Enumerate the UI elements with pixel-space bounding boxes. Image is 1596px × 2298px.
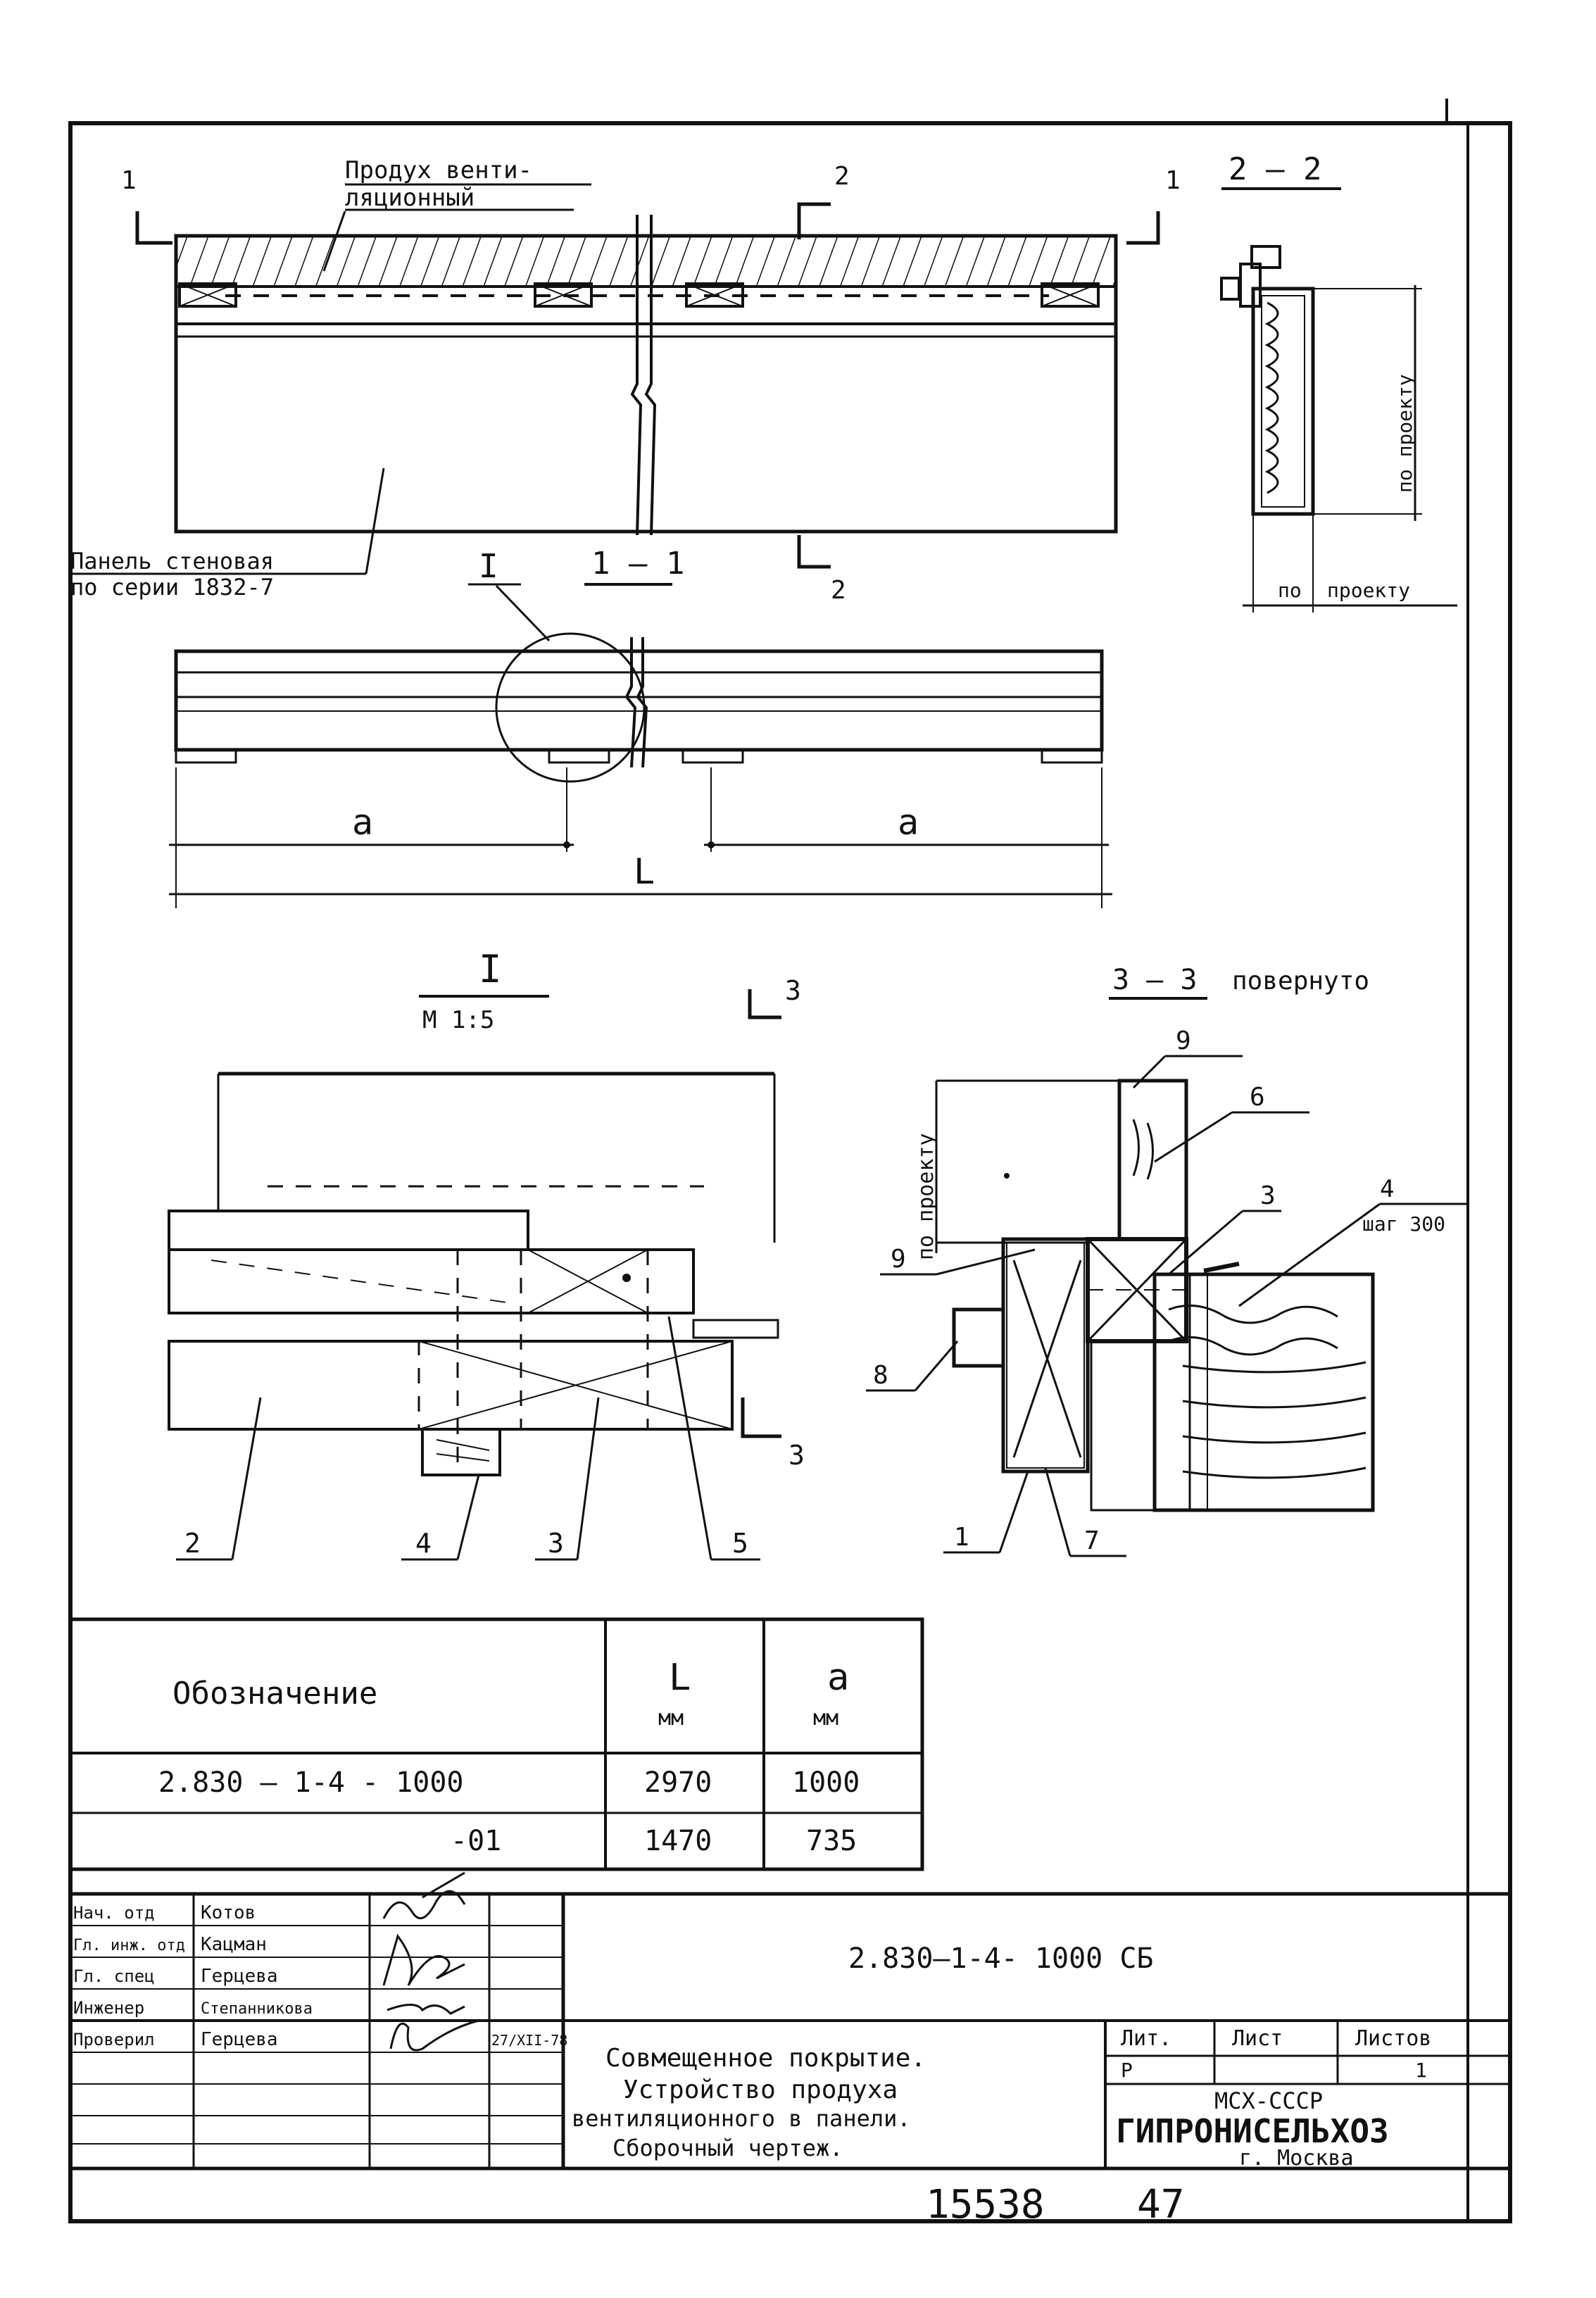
callout-8: 8 bbox=[873, 1361, 888, 1390]
header-L-unit: мм bbox=[658, 1706, 684, 1731]
description-line4: Сборочный чертеж. bbox=[612, 2135, 843, 2161]
name-2: Кацман bbox=[201, 1934, 267, 1955]
section-2-2-height-dim: по проекту bbox=[1393, 374, 1416, 493]
cut-mark-2-top: 2 bbox=[834, 162, 850, 191]
stage-label: Лит. bbox=[1121, 2026, 1171, 2051]
description-line2: Устройство продуха bbox=[623, 2076, 898, 2104]
section-3-3-subtitle: повернуто bbox=[1232, 967, 1369, 996]
node-i-scale: М 1:5 bbox=[422, 1006, 494, 1034]
signature bbox=[382, 1933, 465, 1986]
vent-insert bbox=[178, 282, 237, 308]
name-3: Герцева bbox=[201, 1966, 278, 1987]
section-1-1-title: 1 — 1 bbox=[591, 546, 684, 582]
duct-label-line1: Продух венти- bbox=[345, 156, 532, 184]
vent-insert bbox=[1041, 282, 1100, 308]
callout-7: 7 bbox=[1084, 1526, 1100, 1555]
description-line3: вентиляционного в панели. bbox=[572, 2105, 911, 2132]
callout-3: 3 bbox=[548, 1528, 564, 1559]
sheet-label: Лист bbox=[1232, 2026, 1283, 2051]
callout-3-section: 3 bbox=[1260, 1181, 1276, 1210]
dim-L: L bbox=[634, 851, 655, 892]
node-i-title: I bbox=[479, 947, 502, 991]
header-designation: Обозначение bbox=[172, 1676, 377, 1712]
sheets-label: Листов bbox=[1355, 2026, 1431, 2051]
node-i-detail: I М 1:5 3 3 2 4 3 5 bbox=[168, 947, 805, 1561]
signature bbox=[387, 2004, 465, 2015]
duct-label-line2: ляционный bbox=[345, 184, 475, 212]
callout-5: 5 bbox=[732, 1528, 748, 1559]
callout-6: 6 bbox=[1250, 1083, 1265, 1112]
header-a: a bbox=[827, 1657, 849, 1699]
panel-label-line2: по серии 1832-7 bbox=[70, 574, 274, 601]
section-2-2-width-dim-1: по bbox=[1278, 579, 1302, 602]
vent-insert bbox=[685, 282, 744, 308]
section-2-2: 2 — 2 по проекту по проекту bbox=[1220, 151, 1457, 613]
spec-table: Обозначение L мм a мм 2.830 — 1-4 - 1000… bbox=[68, 1617, 924, 1871]
cut-mark-3-bottom: 3 bbox=[788, 1440, 805, 1471]
name-4: Степанникова bbox=[201, 2000, 313, 2018]
cut-mark-2-bottom: 2 bbox=[831, 576, 846, 605]
plan-view: 1 1 2 2 Продух венти- ляционный Панель с… bbox=[70, 156, 1181, 605]
node-i-marker: I bbox=[479, 547, 498, 585]
role-2: Гл. инж. отд bbox=[73, 1937, 185, 1954]
page-number: 47 bbox=[1137, 2182, 1184, 2228]
cut-mark-1-right: 1 bbox=[1165, 166, 1181, 195]
document-code: 2.830—1-4- 1000 СБ bbox=[848, 1942, 1153, 1975]
dim-a-left: a bbox=[352, 802, 373, 843]
sheet-frame bbox=[68, 99, 1512, 2223]
approval-date: 27/XII-78 bbox=[491, 2032, 567, 2049]
description-line1: Совмещенное покрытие. bbox=[605, 2044, 926, 2073]
section-1-1: 1 — 1 I a a L bbox=[169, 546, 1112, 908]
callout-4-section: 4 bbox=[1380, 1175, 1394, 1203]
sheets-value: 1 bbox=[1415, 2059, 1427, 2082]
signature bbox=[382, 1871, 466, 1920]
section-3-3-title: 3 — 3 bbox=[1112, 964, 1197, 996]
vent-insert bbox=[534, 282, 593, 308]
row-1-L: 2970 bbox=[644, 1766, 712, 1799]
row-2-designation: -01 bbox=[451, 1825, 501, 1857]
role-3: Гл. спец bbox=[73, 1966, 155, 1986]
section-3-3-height-dim: по проекту bbox=[914, 1133, 938, 1260]
stage-value: Р bbox=[1121, 2059, 1133, 2082]
section-2-2-title: 2 — 2 bbox=[1229, 151, 1321, 187]
org-ministry: МСХ-СССР bbox=[1214, 2087, 1323, 2114]
org-name: ГИПРОНИСЕЛЬХОЗ bbox=[1116, 2112, 1389, 2150]
inventory-number: 15538 bbox=[926, 2182, 1045, 2228]
panel-label-line1: Панель стеновая bbox=[70, 548, 274, 574]
callout-9-top: 9 bbox=[1176, 1026, 1191, 1055]
role-4: Инженер bbox=[73, 1998, 144, 2018]
row-2-L: 1470 bbox=[644, 1825, 712, 1857]
row-1-designation: 2.830 — 1-4 - 1000 bbox=[158, 1766, 463, 1799]
name-5: Герцева bbox=[201, 2029, 278, 2050]
callout-1: 1 bbox=[954, 1523, 969, 1552]
row-2-a: 735 bbox=[806, 1825, 857, 1857]
callout-9-left: 9 bbox=[891, 1245, 906, 1274]
header-a-unit: мм bbox=[813, 1706, 838, 1731]
role-1: Нач. отд bbox=[73, 1903, 155, 1923]
section-3-3: 3 — 3 повернуто по проекту 9 6 3 bbox=[866, 964, 1468, 1557]
callout-4: 4 bbox=[415, 1528, 432, 1559]
org-city: г. Москва bbox=[1239, 2146, 1354, 2171]
header-L: L bbox=[669, 1657, 691, 1699]
section-2-2-width-dim-2: проекту bbox=[1327, 579, 1410, 602]
role-5: Проверил bbox=[73, 2030, 155, 2049]
name-1: Котов bbox=[201, 1902, 256, 1923]
title-block: Нач. отд Котов Гл. инж. отд Кацман Гл. с… bbox=[68, 1871, 1512, 2171]
row-1-a: 1000 bbox=[792, 1766, 860, 1799]
cut-mark-1-left: 1 bbox=[121, 166, 137, 195]
cut-mark-3-top: 3 bbox=[785, 975, 801, 1006]
callout-2: 2 bbox=[184, 1528, 201, 1559]
signature bbox=[389, 2019, 479, 2052]
step-note: шаг 300 bbox=[1362, 1212, 1445, 1236]
dim-a-right: a bbox=[898, 802, 919, 843]
